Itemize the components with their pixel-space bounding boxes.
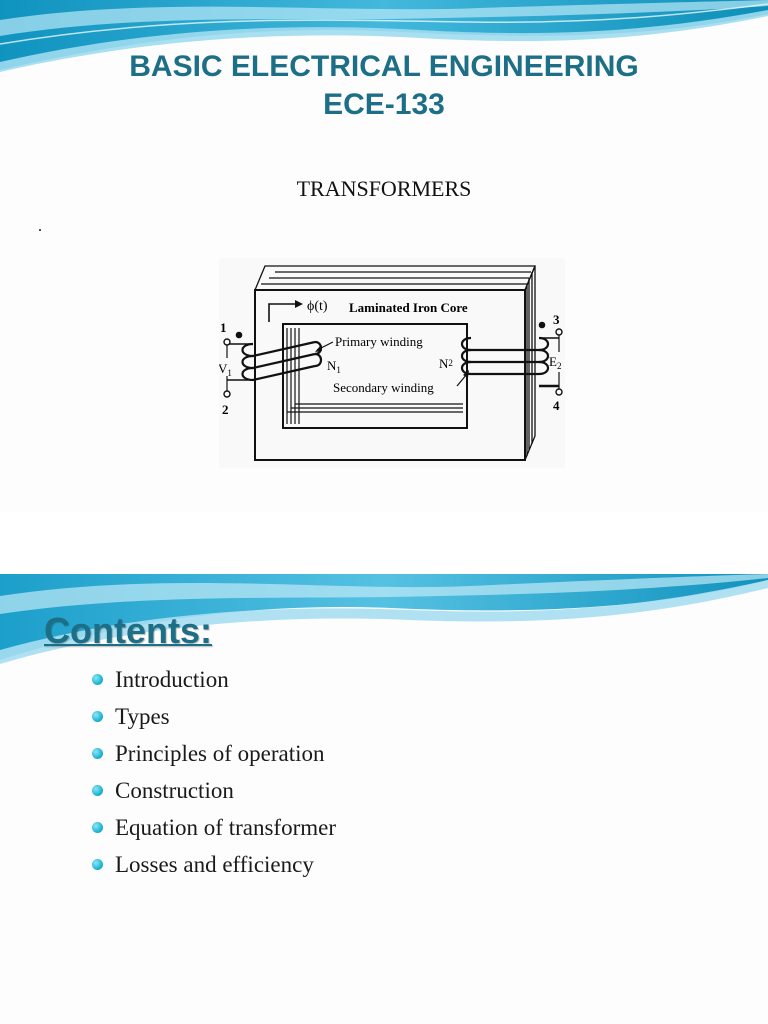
course-code: ECE-133	[323, 88, 445, 121]
primary-winding-label: Primary winding	[335, 334, 423, 349]
transformer-diagram: ϕ(t) Laminated Iron Core 1 2 V1 Primary …	[218, 258, 565, 468]
bullet-icon	[92, 674, 103, 685]
terminal-4: 4	[553, 398, 560, 413]
list-item-label: Equation of transformer	[115, 815, 336, 840]
v1-label: V1	[219, 361, 232, 378]
bullet-icon	[92, 711, 103, 722]
list-item-label: Principles of operation	[115, 741, 325, 766]
lamination-layers	[254, 265, 536, 461]
topic-title: TRANSFORMERS	[296, 176, 472, 201]
contents-list: Introduction Types Principles of operati…	[92, 662, 336, 884]
list-item: Introduction	[92, 662, 336, 699]
slide-1: BASIC ELECTRICAL ENGINEERING ECE-133 TRA…	[0, 0, 768, 468]
terminal-2: 2	[222, 402, 229, 417]
terminal-3: 3	[553, 312, 560, 327]
list-item: Construction	[92, 773, 336, 810]
list-item-label: Types	[115, 704, 170, 729]
list-item: Principles of operation	[92, 736, 336, 773]
bullet-icon	[92, 748, 103, 759]
bullet-icon	[92, 859, 103, 870]
flux-label: ϕ(t)	[307, 299, 328, 314]
terminal-1: 1	[220, 320, 227, 335]
core-label: Laminated Iron Core	[349, 300, 468, 315]
n2-label: N2	[439, 356, 453, 371]
secondary-winding-label: Secondary winding	[333, 380, 434, 395]
stray-mark: .	[38, 218, 42, 235]
list-item-label: Introduction	[115, 667, 229, 692]
list-item: Types	[92, 699, 336, 736]
list-item-label: Construction	[115, 778, 234, 803]
list-item-label: Losses and efficiency	[115, 852, 314, 877]
e2-label: E2	[549, 354, 561, 371]
bullet-icon	[92, 785, 103, 796]
contents-heading: Contents:	[44, 610, 212, 651]
secondary-coil	[460, 336, 550, 376]
list-item: Losses and efficiency	[92, 847, 336, 884]
wave-header-decoration	[0, 0, 768, 80]
course-title: BASIC ELECTRICAL ENGINEERING	[129, 50, 639, 83]
wave-header-decoration	[0, 574, 768, 664]
list-item: Equation of transformer	[92, 810, 336, 847]
bullet-icon	[92, 822, 103, 833]
n1-label: N1	[327, 358, 341, 375]
slide-2: Contents: Introduction Types Principles …	[0, 574, 768, 1024]
